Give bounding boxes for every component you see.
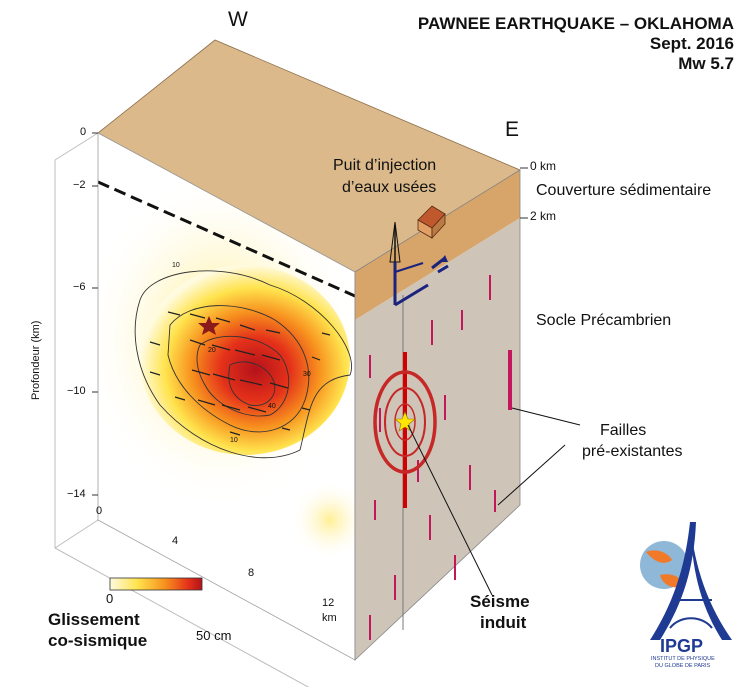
distance-tick-0: 0	[96, 505, 103, 517]
logo-name: IPGP	[660, 636, 704, 656]
depth-tick-0: 0	[80, 126, 87, 138]
colorbar	[109, 577, 203, 591]
basement-label: Socle Précambrien	[536, 312, 672, 329]
leader-lines	[407, 407, 581, 596]
contour-label-2: 20	[208, 347, 216, 354]
contour-label-4: 40	[268, 403, 276, 410]
depth-tick-14: −14	[67, 488, 86, 500]
depth-axis-label: Profondeur (km)	[30, 320, 42, 400]
depth-tick-2: −2	[73, 179, 86, 191]
scale-top: 0 km	[530, 159, 557, 173]
depth-ticks	[92, 132, 98, 496]
depth-tick-6: −6	[73, 281, 86, 293]
distance-tick-4: 4	[172, 535, 179, 547]
colorbar-title-line-2: co-sismique	[48, 631, 148, 650]
logo-subtitle-1: INSTITUT DE PHYSIQUE	[651, 656, 715, 662]
colorbar-title-line-1: Glissement	[48, 610, 140, 629]
east-label: E	[505, 118, 520, 141]
scale-bottom: 2 km	[530, 209, 557, 223]
distance-tick-12: 12	[322, 597, 335, 609]
logo-subtitle-2: DU GLOBE DE PARIS	[655, 663, 711, 669]
distance-unit: km	[322, 612, 337, 624]
faults-label-line-1: Failles	[600, 422, 647, 439]
depth-tick-10: −10	[67, 385, 86, 397]
contour-label-3: 30	[303, 371, 311, 378]
injection-well	[389, 221, 449, 307]
well-label-line-2: d’eaux usées	[342, 179, 437, 196]
contour-label-1: 10	[172, 262, 180, 269]
basement-side	[355, 218, 520, 660]
induced-rings	[373, 370, 437, 474]
back-frame	[54, 132, 311, 689]
house-icon	[417, 205, 446, 240]
induced-label-line-2: induit	[480, 613, 527, 632]
distance-tick-8: 8	[248, 567, 255, 579]
colorbar-max: 50 cm	[196, 628, 232, 643]
title-line-3: Mw 5.7	[678, 54, 734, 73]
fault-plane	[98, 133, 355, 660]
slip-vectors	[149, 311, 331, 436]
ipgp-logo	[640, 522, 732, 640]
faults-label-line-2: pré-existantes	[582, 443, 683, 460]
title-line-1: PAWNEE EARTHQUAKE – OKLAHOMA	[417, 14, 734, 33]
induced-label-line-1: Séisme	[470, 592, 530, 611]
hypocenter-star	[198, 316, 220, 335]
well-label-line-1: Puit d’injection	[333, 157, 437, 174]
preexisting-faults	[369, 275, 512, 640]
contour-label-5: 10	[230, 437, 238, 444]
west-label: W	[228, 8, 248, 31]
induced-epicenter-star	[394, 411, 416, 432]
title-line-2: Sept. 2016	[649, 34, 734, 53]
sediment-label: Couverture sédimentaire	[536, 182, 712, 199]
colorbar-min: 0	[106, 591, 114, 606]
